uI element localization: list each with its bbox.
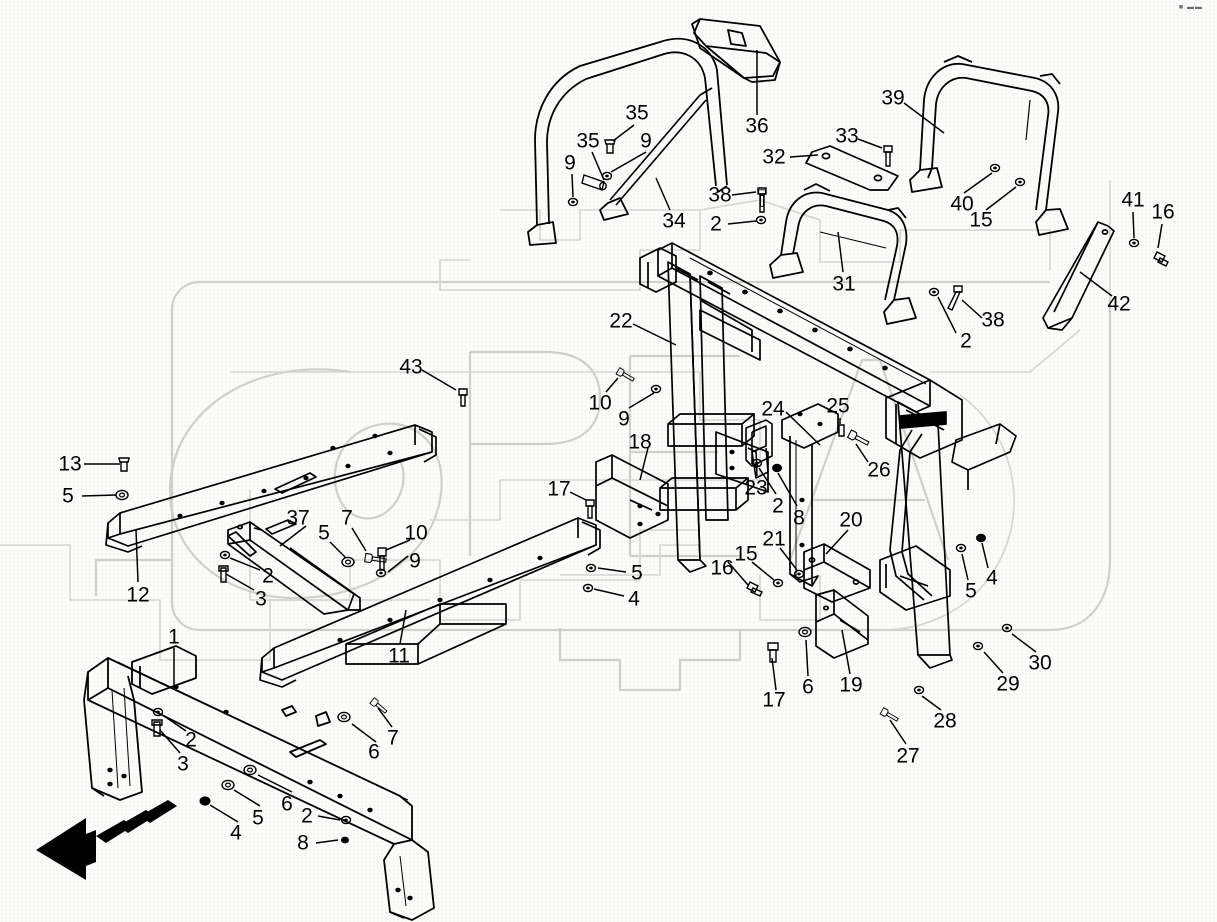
callout-23: 23 [744,476,768,500]
watermark-graphic [94,280,1112,692]
callout-24: 24 [761,397,785,421]
callout-10: 10 [404,521,428,545]
part-22-right-column [879,379,1017,669]
callout-9: 9 [640,129,652,153]
callout-9: 9 [564,151,576,175]
callout-12: 12 [126,583,150,607]
callout-15: 15 [734,542,758,566]
callout-6: 6 [281,792,293,816]
callout-3: 3 [255,587,267,611]
direction-arrow [36,800,177,880]
part-36-visor [691,18,781,83]
part-31-front-rops [769,183,917,325]
callout-31: 31 [832,272,856,296]
callout-16: 16 [710,556,734,580]
callout-2: 2 [185,728,197,752]
callout-2: 2 [262,564,274,588]
callout-2: 2 [960,329,972,353]
callout-37: 37 [286,506,310,530]
part-20-bracket [803,543,871,603]
callout-2: 2 [772,494,784,518]
callout-11: 11 [388,644,410,668]
callout-5: 5 [965,579,977,603]
part-18-bracket [595,454,669,539]
part-24-strut [781,403,839,587]
callout-8: 8 [793,506,805,530]
callout-13: 13 [58,452,82,476]
callout-38: 38 [981,308,1005,332]
callout-26: 26 [867,458,891,482]
part-37-rail [227,521,361,615]
callout-9: 9 [409,549,421,573]
part-1-bottom-rail [83,645,435,921]
callout-29: 29 [996,672,1020,696]
hardware-items [115,139,1169,844]
leader-lines [81,50,1163,844]
callout-7: 7 [341,506,353,530]
corner-mark: ■ ▬▬ [1178,4,1203,11]
callout-5: 5 [318,521,330,545]
callout-34: 34 [662,209,686,233]
part-32-strap [805,145,899,191]
callout-8: 8 [297,831,309,855]
callout-30: 30 [1028,651,1052,675]
callout-22: 22 [609,309,633,333]
part-22-main-frame [639,242,931,573]
callout-35: 35 [625,101,649,125]
part-12-rail [105,424,437,557]
callout-10: 10 [588,391,612,415]
callout-36: 36 [745,114,769,138]
callout-39: 39 [881,86,905,110]
callout-42: 42 [1107,292,1131,316]
callout-1: 1 [168,625,180,649]
part-39-rear-rops [909,55,1069,236]
callout-5: 5 [631,561,643,585]
part-19-bracket [815,589,869,659]
callout-27: 27 [896,744,920,768]
callout-9: 9 [618,407,630,431]
callout-32: 32 [762,145,786,169]
callout-5: 5 [62,484,74,508]
callout-6: 6 [802,675,814,699]
callout-3: 3 [177,752,189,776]
callout-4: 4 [986,566,998,590]
callout-38: 38 [708,183,732,207]
callout-20: 20 [839,508,863,532]
callout-2: 2 [710,212,722,236]
callout-15: 15 [969,208,993,232]
callout-16: 16 [1151,200,1175,224]
callout-4: 4 [628,587,640,611]
part-11-rail [259,517,601,688]
callout-2: 2 [301,804,313,828]
callout-25: 25 [826,394,850,418]
callout-7: 7 [387,726,399,750]
callout-33: 33 [835,124,859,148]
callout-43: 43 [399,355,423,379]
callout-17: 17 [547,477,571,501]
callout-6: 6 [368,740,380,764]
callout-4: 4 [230,821,242,845]
callout-41: 41 [1121,188,1145,212]
callout-5: 5 [252,806,264,830]
callout-35: 35 [576,129,600,153]
callout-18: 18 [628,430,652,454]
callout-40: 40 [950,192,974,216]
callout-21: 21 [762,527,786,551]
callout-19: 19 [839,673,863,697]
callout-17: 17 [762,688,786,712]
callout-28: 28 [933,709,957,733]
part-34-rops-hoop [527,37,728,246]
part-42-post [1042,221,1115,331]
part-23-clamp [745,419,773,479]
